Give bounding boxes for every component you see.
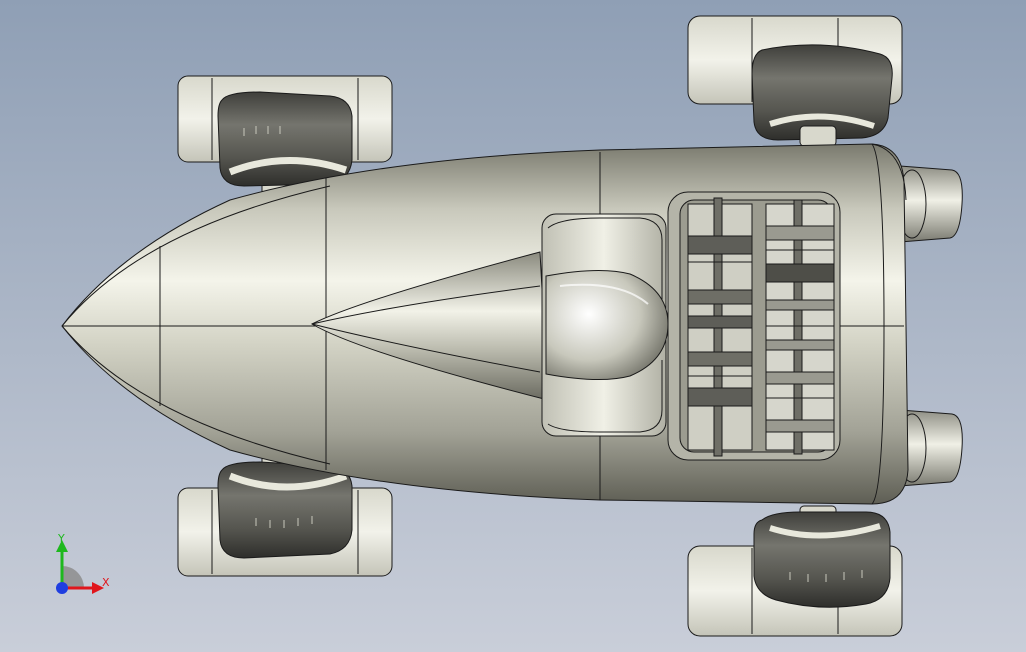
rear-right-wheel[interactable]	[687, 505, 903, 637]
engine-left-bank	[687, 197, 753, 457]
z-axis-dot-icon	[56, 582, 68, 594]
coordinate-triad: X Y	[56, 532, 110, 594]
y-axis-arrow-icon	[56, 540, 68, 552]
helmet-dome[interactable]	[545, 269, 669, 381]
y-axis-label: Y	[57, 532, 65, 545]
tire	[751, 44, 893, 141]
tire	[753, 511, 891, 608]
front-right-wheel[interactable]	[177, 445, 393, 577]
engine-bay[interactable]	[667, 191, 841, 461]
triad-z-arc	[62, 566, 84, 588]
x-axis-arrow-icon	[92, 582, 104, 594]
axle-stub	[799, 125, 837, 147]
x-axis-label: X	[102, 576, 110, 589]
rear-left-wheel[interactable]	[687, 15, 903, 147]
engine-right-bank	[765, 199, 835, 455]
